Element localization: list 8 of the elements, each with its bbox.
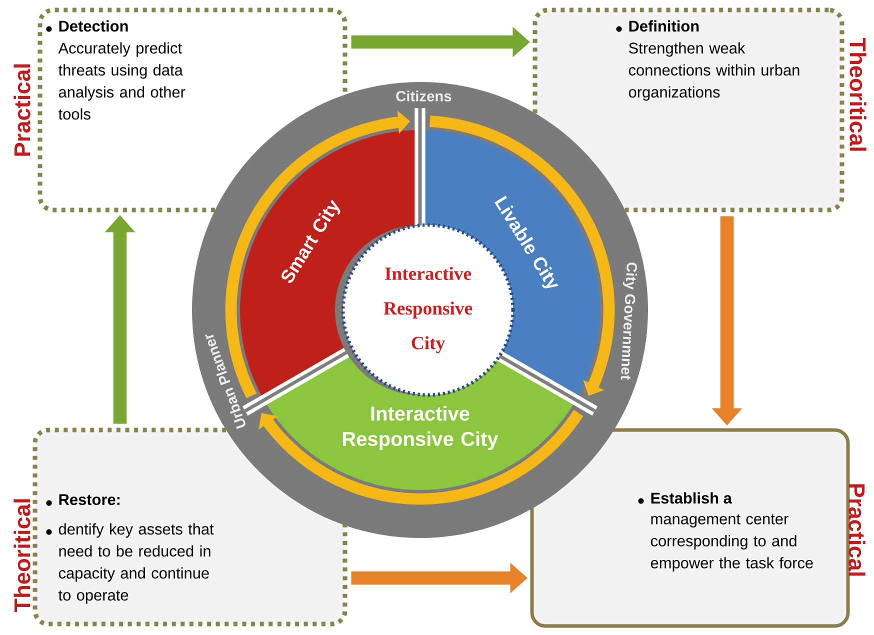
text-box: Establish a management center corresponding to and empower the task force xyxy=(530,428,850,628)
side-label: Practical xyxy=(848,484,866,576)
text-box: Definition Strengthen weak connections within urban organizations xyxy=(532,8,844,212)
side-label: Theoritical xyxy=(14,499,30,612)
side-label: Theoritical xyxy=(850,38,866,151)
ring-label: Citizens xyxy=(396,90,452,102)
side-label: Practical xyxy=(14,64,30,156)
ring-label: City Governmnet xyxy=(620,262,637,380)
